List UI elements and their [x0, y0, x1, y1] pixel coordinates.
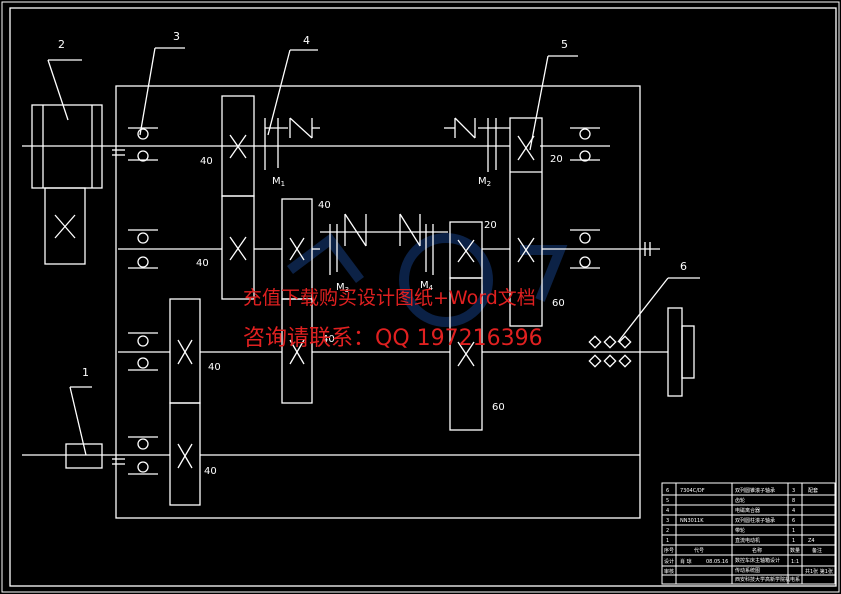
- teeth-right-upper: 20: [550, 154, 563, 165]
- balloon-3: 3: [173, 30, 180, 43]
- clutch-m2: [444, 117, 510, 172]
- teeth-shaft3-left: 40: [208, 362, 221, 373]
- tb-date: 08.05.16: [706, 559, 728, 565]
- teeth-bottom-left: 40: [204, 466, 217, 477]
- watermark-line1: 充值下载购买设计图纸+Word文档: [243, 287, 536, 309]
- pulley-belt-box: [44, 187, 86, 265]
- gearbox-housing: [115, 85, 641, 519]
- spindle-bearing: [588, 335, 632, 368]
- tb-row-note: Z4: [808, 538, 815, 544]
- bearing-shaft4-left: [128, 436, 158, 475]
- tb-row-qty: 3: [792, 488, 795, 494]
- tb-row-qty: 6: [792, 518, 795, 524]
- clutch-m2-label: M2: [478, 176, 491, 188]
- gear-mid-right-60: [449, 277, 483, 431]
- tb-design-name: 肖 琼: [680, 558, 692, 565]
- tb-scale: 1:1: [791, 559, 799, 565]
- clutch-m4-label: M4: [420, 280, 434, 292]
- bearing-shaft3-left: [128, 332, 158, 371]
- tb-row-code: NN3011K: [680, 518, 704, 524]
- watermark-line2: 咨询请联系：QQ 197216396: [243, 326, 543, 351]
- tb-row-no: 1: [666, 538, 669, 544]
- balloon-5: 5: [561, 38, 568, 51]
- bearing-shaft2-left: [128, 229, 158, 269]
- teeth-shaft3-mid: 40: [322, 334, 335, 345]
- tb-row-no: 3: [666, 518, 669, 524]
- spindle-chuck: [667, 307, 683, 397]
- teeth-right-lower: 60: [492, 402, 505, 413]
- tb-check-label: 审核: [664, 568, 674, 575]
- teeth-mid-right-upper: 20: [484, 220, 497, 231]
- tb-row-name: 双列圆锥滚子轴承: [735, 487, 775, 494]
- tb-header-code: 代号: [694, 547, 704, 554]
- tb-header-qty: 数量: [790, 547, 800, 554]
- teeth-right-mid: 60: [552, 298, 565, 309]
- tb-sheet: 共1张 第1张: [805, 568, 833, 575]
- tb-title-2: 传动系统图: [735, 567, 760, 574]
- tb-row-qty: 1: [792, 528, 795, 534]
- tb-design-label: 设计: [664, 558, 674, 565]
- tb-row-name: 直流电动机: [735, 537, 760, 544]
- tb-row-name: 双列圆柱滚子轴承: [735, 517, 775, 524]
- title-block: [661, 482, 836, 585]
- clutch-m3-m4: [320, 213, 448, 275]
- balloon-6: 6: [680, 260, 687, 273]
- tb-row-qty: 4: [792, 508, 795, 514]
- tb-header-name: 名称: [752, 547, 762, 554]
- clutch-m1-label: M1: [272, 176, 285, 188]
- gear-shaft2-40: [221, 195, 255, 300]
- tb-row-no: 2: [666, 528, 669, 534]
- tb-header-no: 序号: [664, 547, 674, 554]
- teeth-mid-left: 40: [196, 258, 209, 269]
- gear-mid-lower-40: [281, 298, 313, 404]
- balloon-2: 2: [58, 38, 65, 51]
- bearing-1a: [128, 127, 158, 162]
- teeth-mid-gear-upper: 40: [318, 200, 331, 211]
- tb-row-qty: 1: [792, 538, 795, 544]
- balloon-4: 4: [303, 34, 310, 47]
- tb-row-name: 齿轮: [735, 497, 745, 504]
- tb-row-code: 7304C/DF: [680, 488, 705, 494]
- tb-header-note: 备注: [812, 547, 822, 554]
- gear-right-stack: [509, 117, 543, 327]
- tb-row-name: 电磁离合器: [735, 507, 760, 514]
- tb-title-1: 数控车床主轴箱设计: [735, 557, 780, 564]
- leaders: [47, 47, 700, 456]
- tb-row-note: 配套: [808, 487, 818, 494]
- clutch-m3-label: M3: [336, 282, 349, 294]
- tb-row-no: 5: [666, 498, 669, 504]
- gear-shaft4-40: [169, 402, 201, 506]
- tb-row-no: 4: [666, 508, 669, 514]
- tb-row-qty: 8: [792, 498, 795, 504]
- bearing-right-top: [570, 127, 600, 162]
- bearing-shaft2-right: [570, 229, 600, 269]
- tb-row-no: 6: [666, 488, 669, 494]
- clutch-m1: [264, 117, 320, 170]
- tb-row-name: 带轮: [735, 527, 745, 534]
- tb-school: 西安科技大学高新学院机电系: [735, 576, 800, 583]
- inner-border: [9, 7, 837, 587]
- teeth-upper-left: 40: [200, 156, 213, 167]
- balloon-1: 1: [82, 366, 89, 379]
